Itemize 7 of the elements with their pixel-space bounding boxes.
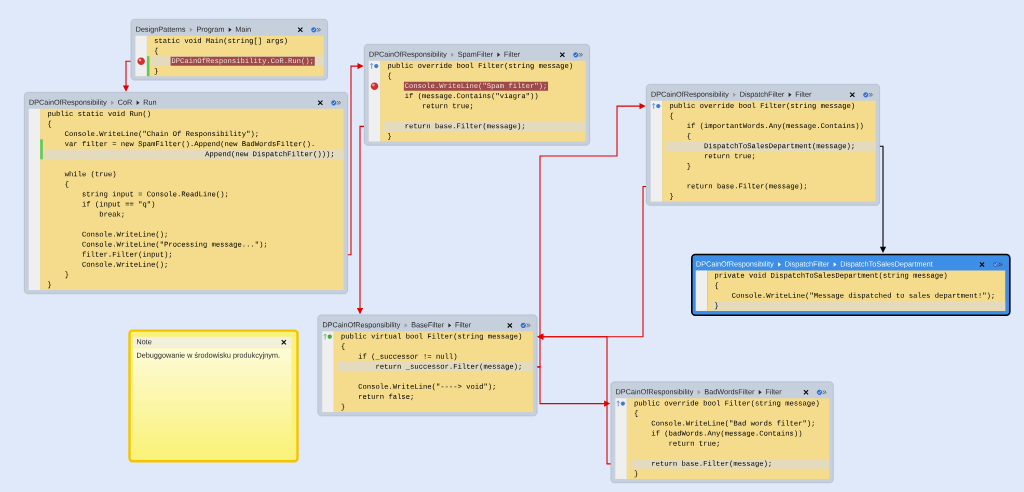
arrow [537,333,612,465]
arrow [347,63,364,256]
arrow [879,145,887,253]
arrow [122,60,132,92]
arrow [356,125,365,315]
arrow [536,366,611,407]
arrow [536,103,646,368]
